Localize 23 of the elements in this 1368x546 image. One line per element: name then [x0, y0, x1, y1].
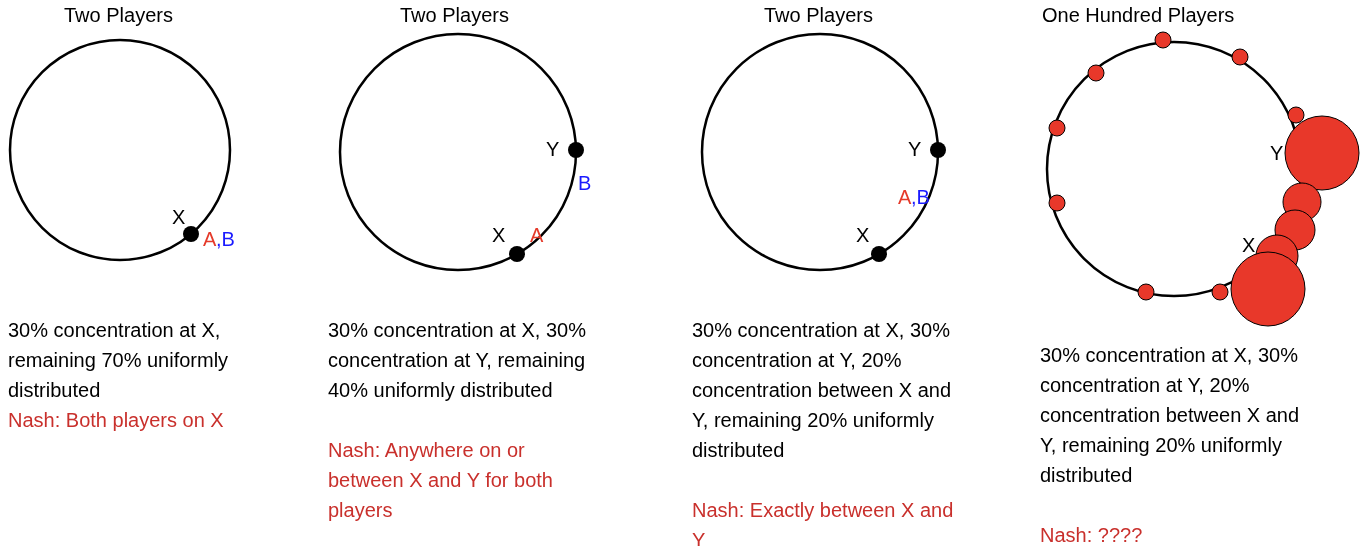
player-label: ,B: [911, 185, 930, 210]
point-label: Y: [1270, 141, 1284, 166]
nash-text: Nash: Anywhere on or between X and Y for both players: [328, 438, 554, 523]
player-label: A: [898, 185, 912, 210]
point-label: X: [492, 223, 506, 248]
description-text: 30% concentration at X, 30% concentration at Y, 20% concentration between X and Y, remaining 20% uniformly distributed: [692, 318, 953, 463]
panel-title: One Hundred Players: [1042, 3, 1235, 28]
point-label: X: [172, 205, 186, 230]
panel-title: Two Players: [64, 3, 173, 28]
panel-title: Two Players: [764, 3, 873, 28]
nash-text: Nash: ????: [1040, 523, 1144, 546]
description-text: 30% concentration at X, 30% concentration at Y, 20% concentration between X and Y, remaining 20% uniformly distributed: [1040, 343, 1301, 488]
point-label: Y: [908, 137, 922, 162]
point-label: X: [856, 223, 870, 248]
player-label: A: [203, 227, 217, 252]
description-text: 30% concentration at X, 30% concentration at Y, remaining 40% uniformly distributed: [328, 318, 587, 403]
nash-text: Nash: Both players on X: [8, 408, 225, 433]
description-text: 30% concentration at X, remaining 70% uniformly distributed: [8, 318, 230, 403]
point-label: X: [1242, 233, 1256, 258]
panel-title: Two Players: [400, 3, 509, 28]
player-label: B: [578, 171, 592, 196]
point-label: Y: [546, 137, 560, 162]
player-label: ,B: [216, 227, 235, 252]
